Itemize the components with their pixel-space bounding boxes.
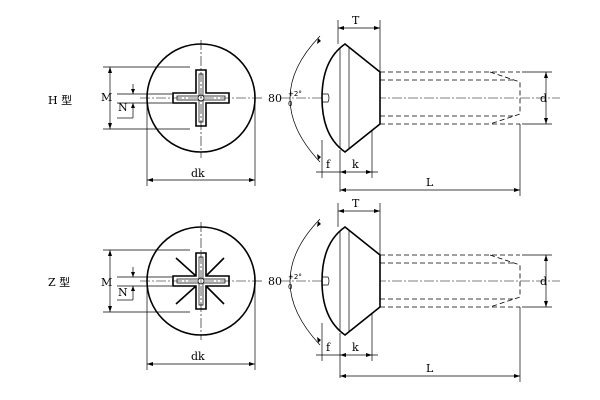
t-label: T — [352, 14, 360, 27]
h-type-view: H 型 M N — [48, 14, 560, 196]
n-dimension-z: N — [117, 267, 172, 301]
m-label: M — [101, 91, 112, 104]
angle-lower: 0 — [288, 100, 292, 108]
h-side-view: T f k L d 80 0 +2° — [268, 14, 560, 196]
angle-lower: 0 — [288, 283, 292, 291]
m-label: M — [101, 276, 112, 289]
angle-upper: +2° — [288, 273, 302, 281]
recess-notch — [322, 93, 330, 103]
head-outline — [146, 43, 256, 153]
k-label: k — [352, 158, 359, 171]
dk-dimension-z: dk — [146, 283, 256, 370]
d-label: d — [540, 275, 547, 288]
angle-value: 80 — [268, 92, 282, 105]
m-dimension-z: M — [101, 249, 190, 313]
angle-upper: +2° — [288, 90, 302, 98]
t-label: T — [352, 197, 360, 210]
n-label: N — [118, 286, 128, 299]
m-dimension-h: M — [101, 66, 190, 130]
z-side-view: T f k L d 80 0 +2° — [268, 197, 560, 382]
head-profile — [321, 226, 381, 336]
pozi-ribs — [175, 257, 225, 305]
f-label: f — [326, 341, 331, 354]
dk-dimension-h: dk — [146, 100, 256, 186]
type-label-h: H 型 — [48, 93, 72, 107]
dk-label: dk — [191, 350, 205, 363]
d-label: d — [540, 92, 547, 105]
h-head-front-view — [140, 40, 262, 158]
head-profile — [321, 43, 381, 153]
n-label: N — [118, 101, 128, 114]
f-label: f — [326, 158, 331, 171]
countersink-angle-arc — [289, 35, 321, 163]
l-label: L — [426, 362, 434, 375]
cross-recess-h — [172, 69, 230, 127]
k-label: k — [352, 341, 359, 354]
dk-label: dk — [191, 167, 205, 180]
angle-value: 80 — [268, 275, 282, 288]
z-type-view: Z 型 M N — [48, 197, 560, 382]
recess-center — [197, 94, 205, 102]
l-label: L — [426, 176, 434, 189]
z-head-front-view — [140, 222, 262, 340]
n-dimension-h: N — [117, 84, 172, 119]
type-label-z: Z 型 — [48, 275, 70, 289]
head-outline — [146, 226, 256, 336]
